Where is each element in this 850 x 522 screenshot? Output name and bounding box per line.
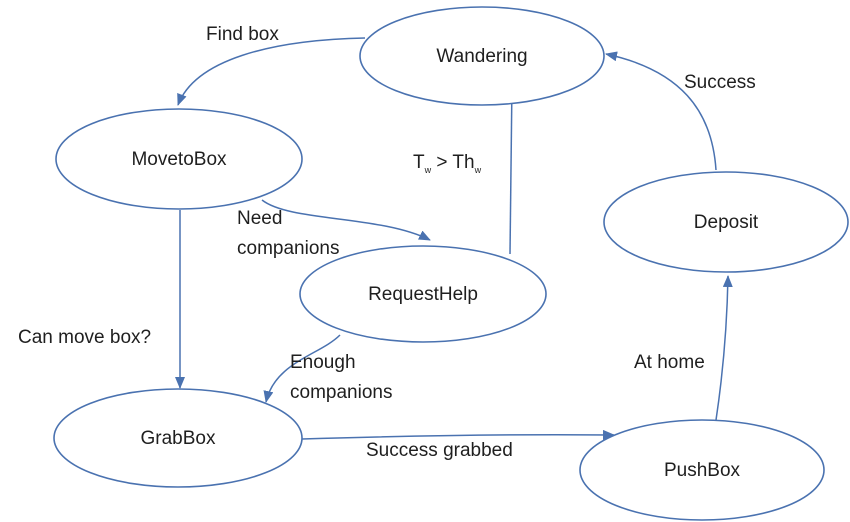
state-wandering-label: Wandering — [436, 46, 527, 67]
label-threshold-t-sub: w — [424, 165, 432, 175]
edge-pushbox-to-deposit — [715, 275, 733, 421]
state-requesthelp-label: RequestHelp — [368, 284, 478, 305]
state-requesthelp: RequestHelp — [299, 245, 547, 343]
edge-grabbox-to-pushbox — [301, 429, 615, 440]
state-pushbox: PushBox — [579, 419, 825, 521]
edge-movetobox-to-requesthelp — [261, 199, 431, 241]
edge-requesthelp-to-grabbox — [263, 334, 341, 403]
label-can-move-box: Can move box? — [18, 327, 151, 348]
state-grabbox-label: GrabBox — [141, 428, 216, 449]
label-enough: Enough — [290, 352, 356, 373]
label-threshold-op: > — [431, 152, 452, 173]
state-deposit: Deposit — [603, 171, 849, 273]
edge-wandering-to-movetobox — [177, 37, 366, 106]
state-deposit-label: Deposit — [694, 212, 759, 233]
label-threshold-t: T — [413, 152, 425, 173]
label-enough-companions: companions — [290, 382, 392, 403]
state-movetobox-label: MovetoBox — [131, 149, 227, 170]
label-need-companions: companions — [237, 238, 339, 259]
state-pushbox-label: PushBox — [664, 460, 741, 481]
label-need: Need — [237, 208, 282, 229]
label-find-box: Find box — [206, 24, 279, 45]
edge-deposit-to-wandering — [605, 51, 717, 171]
label-success-grabbed: Success grabbed — [366, 440, 513, 461]
state-wandering: Wandering — [359, 6, 605, 106]
state-movetobox: MovetoBox — [55, 108, 303, 210]
label-threshold-th: Th — [452, 152, 474, 173]
label-at-home: At home — [634, 352, 705, 373]
label-threshold-th-sub: w — [474, 165, 482, 175]
state-grabbox: GrabBox — [53, 388, 303, 488]
edge-requesthelp-to-wandering — [506, 81, 517, 255]
label-success: Success — [684, 72, 756, 93]
label-threshold: Tw > Thw — [413, 152, 482, 175]
